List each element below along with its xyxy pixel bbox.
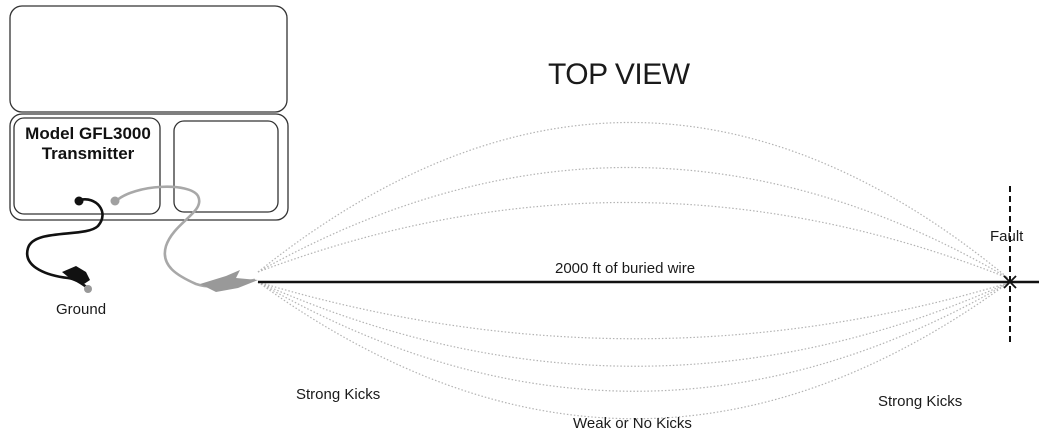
- ground-clip-icon: [62, 266, 90, 284]
- transmitter-label: Model GFL3000 Transmitter: [16, 124, 160, 164]
- wire-clip-icon: [200, 270, 258, 292]
- transmitter-model-name: Model GFL3000: [25, 124, 151, 143]
- field-lines: [257, 121, 1009, 420]
- field-line-lower-2: [257, 281, 1009, 367]
- strong-kicks-right-label: Strong Kicks: [878, 393, 963, 410]
- field-line-lower-4: [257, 281, 1009, 420]
- transmitter-top-panel: [9, 5, 288, 113]
- field-line-upper-1: [257, 121, 1009, 279]
- diagram-title: TOP VIEW: [548, 58, 690, 91]
- signal-lead: [110, 185, 258, 292]
- fault-x-icon: [1003, 275, 1017, 289]
- strong-kicks-left-label: Strong Kicks: [296, 386, 381, 403]
- weak-kicks-label: Weak or No Kicks: [573, 415, 692, 432]
- field-line-upper-3: [257, 201, 1009, 279]
- transmitter-unit: [9, 5, 289, 221]
- field-line-lower-3: [257, 281, 1009, 392]
- fault-label: Fault: [990, 228, 1024, 245]
- wire-label: 2000 ft of buried wire: [555, 260, 696, 277]
- transmitter-type: Transmitter: [41, 144, 135, 163]
- transmitter-label-compartment: [13, 117, 161, 215]
- field-line-lower-1: [257, 281, 1009, 340]
- ground-stake-icon: [84, 285, 92, 293]
- ground-lead-jack: [74, 196, 84, 206]
- ground-lead: [25, 196, 104, 293]
- transmitter-lower-panel: [9, 113, 289, 221]
- signal-lead-jack: [110, 196, 120, 206]
- ground-label: Ground: [56, 301, 107, 318]
- field-line-upper-2: [257, 166, 1009, 279]
- transmitter-right-compartment: [173, 120, 279, 213]
